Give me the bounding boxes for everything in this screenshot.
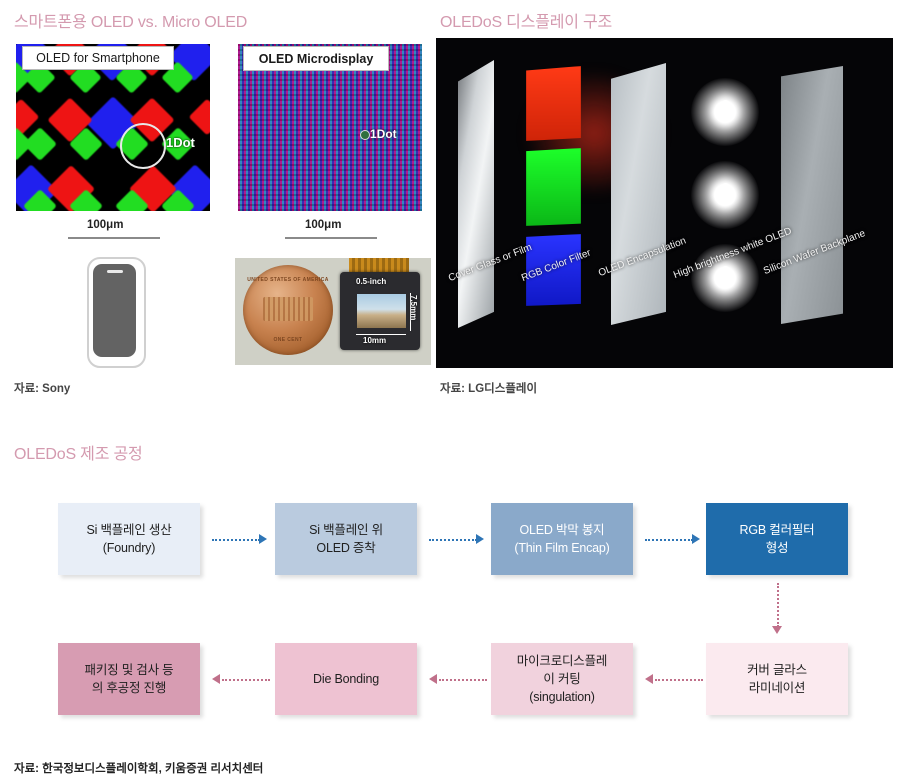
one-dot-label-microdisplay: 1Dot: [370, 127, 397, 141]
chip-size-label: 0.5-inch: [356, 277, 387, 286]
oled-smartphone-panel: 1Dot: [16, 44, 210, 211]
flow-arrow-1: [212, 539, 260, 541]
chip-height-label: 7.5mm: [409, 295, 418, 321]
microdisplay-chip: 0.5-inch 7.5mm 10mm: [340, 272, 420, 350]
layer-cover-glass: [458, 60, 494, 328]
microdisplay-size-photo: UNITED STATES OF AMERICA ONE CENT 0.5-in…: [235, 258, 431, 365]
smartphone-icon: [87, 257, 146, 368]
flow-arrow-6: [655, 679, 703, 681]
color-filter-red: [526, 66, 581, 141]
coin-top-text: UNITED STATES OF AMERICA: [247, 277, 329, 283]
flow-box-thin-film-encap[interactable]: OLED 박막 봉지(Thin Film Encap): [491, 503, 633, 575]
flow-arrow-3: [645, 539, 693, 541]
coin-relief: [262, 297, 314, 321]
coin-bottom-text: ONE CENT: [273, 337, 303, 343]
flow-arrow-head-3: [692, 534, 700, 544]
scale-bar-smartphone: [68, 237, 160, 239]
chip-width-label: 10mm: [363, 336, 387, 345]
flow-box-foundry[interactable]: Si 백플레인 생산(Foundry): [58, 503, 200, 575]
flow-arrow-4: [222, 679, 270, 681]
section-title-process: OLEDoS 제조 공정: [14, 446, 143, 463]
one-dot-highlight-ring: [120, 123, 166, 169]
flow-arrow-head-4: [212, 674, 220, 684]
flow-box-label: Si 백플레인 생산(Foundry): [86, 522, 172, 555]
white-oled-emitter-3: [719, 266, 732, 286]
smartphone-speaker: [107, 270, 123, 273]
flex-cable: [349, 258, 409, 275]
penny-coin: UNITED STATES OF AMERICA ONE CENT: [243, 265, 333, 355]
oledos-structure-photo: Cover Glass or Film RGB Color Filter OLE…: [436, 38, 893, 368]
flow-box-label: OLED 박막 봉지(Thin Film Encap): [514, 522, 610, 555]
source-left: 자료: Sony: [14, 383, 71, 395]
white-oled-emitter-1: [719, 100, 732, 120]
smartphone-screen: [93, 264, 136, 357]
color-filter-blue: [526, 234, 581, 306]
pixel-pattern-microdisplay: [238, 44, 422, 211]
one-dot-marker-microdisplay: [360, 130, 370, 140]
flow-arrow-vertical: [777, 583, 779, 627]
oled-microdisplay-caption: OLED Microdisplay: [243, 46, 389, 71]
oled-microdisplay-panel: 1Dot: [238, 44, 422, 211]
section-title-left: 스마트폰용 OLED vs. Micro OLED: [14, 14, 248, 31]
layer-oled-encapsulation: [611, 63, 666, 325]
chip-height-dim-line: [410, 293, 411, 331]
layer-silicon-backplane: [781, 66, 843, 324]
scale-label-microdisplay: 100μm: [305, 219, 342, 231]
flow-box-label: Die Bonding: [313, 671, 379, 686]
flow-arrow-head-5: [429, 674, 437, 684]
color-filter-green: [526, 148, 581, 226]
oled-smartphone-caption: OLED for Smartphone: [22, 46, 174, 70]
flow-arrow-head-6: [645, 674, 653, 684]
scale-label-smartphone: 100μm: [87, 219, 124, 231]
flow-arrow-2: [429, 539, 477, 541]
chip-width-dim-line: [356, 334, 406, 335]
scale-bar-microdisplay: [285, 237, 377, 239]
flow-arrow-head-vertical: [772, 626, 782, 634]
white-oled-emitter-2: [719, 183, 732, 203]
microdisplay-chip-screen: [357, 294, 406, 328]
flow-arrow-head-2: [476, 534, 484, 544]
source-footer: 자료: 한국정보디스플레이학회, 키움증권 리서치센터: [14, 763, 264, 775]
flow-arrow-5: [439, 679, 487, 681]
flow-box-die-bonding[interactable]: Die Bonding: [275, 643, 417, 715]
one-dot-label-smartphone: 1Dot: [166, 135, 195, 150]
source-right: 자료: LG디스플레이: [440, 383, 538, 395]
flow-arrow-head-1: [259, 534, 267, 544]
section-title-right: OLEDoS 디스플레이 구조: [440, 14, 613, 31]
